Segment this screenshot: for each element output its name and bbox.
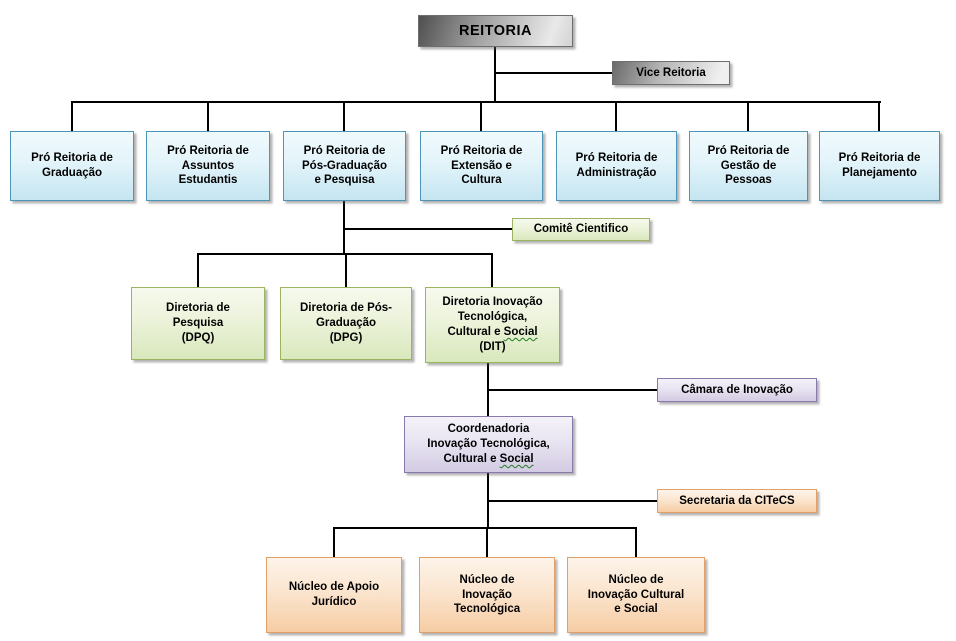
org-node-label: Pró Reitoria de Graduação <box>31 152 113 179</box>
connector-line <box>495 72 612 74</box>
org-node-diretoria-pos-graduacao: Diretoria de Pós- Graduação (DPG) <box>280 287 412 360</box>
org-node-diretoria-pesquisa: Diretoria de Pesquisa (DPQ) <box>131 287 265 360</box>
connector-line <box>615 101 617 131</box>
org-node-pro-reitoria-gestao-pessoas: Pró Reitoria de Gestão de Pessoas <box>689 131 808 201</box>
org-node-reitoria: REITORIA <box>418 15 573 47</box>
connector-line <box>71 101 881 103</box>
org-node-diretoria-inovacao: Diretoria Inovação Tecnológica, Cultural… <box>425 287 560 363</box>
connector-line <box>333 527 637 529</box>
org-node-vice-reitoria: Vice Reitoria <box>612 61 730 85</box>
org-node-label: Diretoria de Pesquisa (DPQ) <box>166 302 230 344</box>
org-node-label: Pró Reitoria de Administração <box>575 152 658 179</box>
connector-line <box>197 253 199 287</box>
org-node-label: Câmara de Inovação <box>681 383 793 396</box>
connector-line <box>344 228 512 230</box>
org-node-label: Pró Reitoria de Pós-Graduação e Pesquisa <box>302 144 387 187</box>
org-node-label: Pró Reitoria de Gestão de Pessoas <box>707 144 790 187</box>
connector-line <box>635 527 637 557</box>
org-node-pro-reitoria-planejamento: Pró Reitoria de Planejamento <box>819 131 940 201</box>
connector-line <box>488 500 657 502</box>
org-node-nucleo-apoio-juridico: Núcleo de Apoio Jurídico <box>266 557 402 633</box>
org-node-label: Pró Reitoria de Assuntos Estudantis <box>167 144 249 187</box>
connector-line <box>878 101 880 131</box>
connector-line <box>491 253 493 287</box>
connector-line <box>488 389 657 391</box>
org-node-label: REITORIA <box>458 22 533 39</box>
org-node-label: Pró Reitoria de Planejamento <box>838 152 921 179</box>
connector-line <box>71 101 73 131</box>
org-node-label-part: Diretoria Inovação Tecnológica, Cultural… <box>442 296 543 338</box>
org-node-pro-reitoria-administracao: Pró Reitoria de Administração <box>556 131 677 201</box>
org-node-label-misspelled-word: Social <box>503 326 538 338</box>
org-node-nucleo-inovacao-cultural-social: Núcleo de Inovação Cultural e Social <box>567 557 705 633</box>
org-node-label: Núcleo de Inovação Tecnológica <box>453 573 521 616</box>
org-node-label: Pró Reitoria de Extensão e Cultura <box>440 144 523 187</box>
connector-line <box>343 201 345 253</box>
org-node-label: Vice Reitoria <box>636 66 706 79</box>
org-node-coordenadoria-inovacao: Coordenadoria Inovação Tecnológica, Cult… <box>404 416 573 473</box>
org-node-label: Núcleo de Inovação Cultural e Social <box>587 573 685 616</box>
org-node-camara-inovacao: Câmara de Inovação <box>657 378 817 402</box>
org-node-label: Núcleo de Apoio Jurídico <box>288 581 380 608</box>
connector-line <box>480 101 482 131</box>
connector-line <box>333 527 335 557</box>
org-node-label: Diretoria de Pós- Graduação (DPG) <box>299 302 393 344</box>
org-node-pro-reitoria-assuntos-estudantis: Pró Reitoria de Assuntos Estudantis <box>146 131 270 201</box>
org-node-label-part: Coordenadoria Inovação Tecnológica, Cult… <box>427 423 550 465</box>
connector-line <box>345 253 347 287</box>
org-node-label: Coordenadoria Inovação Tecnológica, Cult… <box>427 422 550 467</box>
org-node-secretaria-citecs: Secretaria da CITeCS <box>657 489 817 513</box>
org-node-label-part: (DIT) <box>479 340 506 353</box>
org-node-pro-reitoria-graduacao: Pró Reitoria de Graduação <box>10 131 134 201</box>
org-node-label: Comitê Cientifico <box>533 223 629 236</box>
org-node-pro-reitoria-extensao-cultura: Pró Reitoria de Extensão e Cultura <box>420 131 543 201</box>
org-node-label: Secretaria da CITeCS <box>679 494 795 507</box>
org-node-pro-reitoria-pos-graduacao-pesquisa: Pró Reitoria de Pós-Graduação e Pesquisa <box>283 131 406 201</box>
connector-line <box>486 527 488 557</box>
org-node-nucleo-inovacao-tecnologica: Núcleo de Inovação Tecnológica <box>419 557 555 633</box>
org-node-label-misspelled-word: Social <box>499 452 534 465</box>
connector-line <box>343 101 345 131</box>
connector-line <box>747 101 749 131</box>
connector-line <box>494 47 496 101</box>
org-node-comite-cientifico: Comitê Cientifico <box>512 218 650 241</box>
org-node-label: Diretoria Inovação Tecnológica, Cultural… <box>442 295 542 355</box>
connector-line <box>207 101 209 131</box>
